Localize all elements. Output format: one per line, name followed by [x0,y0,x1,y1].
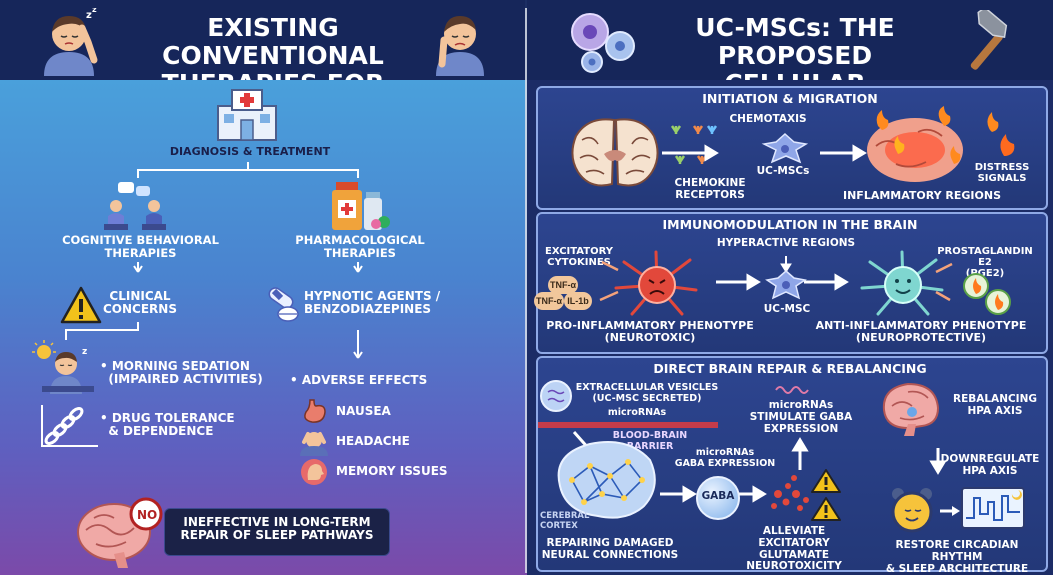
rebalancing-label: REBALANCING HPA AXIS [952,393,1037,417]
clock-to-chart-arrow [940,506,960,516]
inflamed-brain-icon [860,106,970,186]
ev-label: EXTRACELLULAR VESICLES (UC-MSC SECRETED) [575,382,719,404]
hyperactive-label: HYPERACTIVE REGIONS [716,237,856,249]
ev-mirna-label: microRNAs [607,407,667,418]
s1-heading: INITIATION & MIGRATION [702,91,878,106]
anti-phenotype-label: ANTI-INFLAMMATORY PHENOTYPE (NEUROPROTEC… [815,319,1027,345]
svg-text:z: z [92,8,97,14]
adverse-effects-label: • ADVERSE EFFECTS [290,373,428,387]
s3-heading: DIRECT BRAIN REPAIR & REBALANCING [653,361,927,376]
ineffective-label: INEFFECTIVE IN LONG-TERM REPAIR OF SLEEP… [180,515,374,543]
morning-sedation-label: • MORNING SEDATION (IMPAIRED ACTIVITIES) [100,359,263,387]
ineffective-box: INEFFECTIVE IN LONG-TERM REPAIR OF SLEEP… [164,508,390,556]
neural-brain-icon [550,436,662,528]
clinical-label: CLINICAL CONCERNS [103,289,177,317]
s2-heading: IMMUNOMODULATION IN THE BRAIN [662,217,918,232]
bbb-barrier [538,422,718,428]
no-badge-text: NO [137,508,157,522]
downregulate-label: DOWNREGULATE HPA AXIS [940,453,1040,477]
tnf-badge-2: TNF-α [534,292,564,310]
glutamate-warning-icon [766,466,844,524]
nausea-label: NAUSEA [336,404,391,418]
s2-arrows [599,256,953,302]
cbt-label: COGNITIVE BEHAVIORAL THERAPIES [62,233,219,260]
pge2-flame-icons [962,272,1018,316]
hpa-brain-icon [878,380,942,436]
therapy-session-icon [100,180,172,232]
ucmsc-cell-icon [760,130,810,166]
gaba-label: GABA [701,490,735,502]
sleep-chart-icon [960,484,1026,532]
repairing-label: REPAIRING DAMAGED NEURAL CONNECTIONS [541,537,679,561]
mirna-strands [775,386,809,394]
diagnosis-label: DIAGNOSIS & TREATMENT [169,145,331,158]
tolerance-label: • DRUG TOLERANCE & DEPENDENCE [100,411,235,439]
left-connectors [41,162,363,447]
il1b-badge: IL-1b [564,292,592,310]
brain-no-icon: NO [74,496,170,568]
inflamed-microglia-icon [612,250,702,320]
distress-flames-icon [976,112,1022,158]
headache-person-icon [432,8,488,76]
panel-divider [525,8,527,573]
pharma-label: PHARMACOLOGICAL THERAPIES [295,233,425,260]
memory-head-icon [300,458,328,486]
pro-phenotype-label: PRO-INFLAMMATORY PHENOTYPE (NEUROTOXIC) [546,319,754,345]
inflammatory-label: INFLAMMATORY REGIONS [843,189,1001,202]
headache-label: HEADACHE [336,434,410,448]
hypnotic-label: HYPNOTIC AGENTS / BENZODIAZEPINES [304,289,441,317]
cortex-label: CEREBRAL CORTEX [540,511,590,531]
bbb-label: BLOOD-BRAIN BARRIER [612,430,688,452]
pills-icon [264,286,302,324]
medicine-bottles-icon [328,178,394,232]
ucmscs-label: UC-MSCs [756,165,810,177]
hospital-icon [214,86,280,142]
mirna-stim-label: microRNAs STIMULATE GABA EXPRESSION [749,399,853,435]
headache-icon [298,428,330,456]
pge2-label: PROSTAGLANDIN E2 (PGE2) [937,246,1033,280]
tnf-badge-1: TNF-α [548,276,578,294]
sleepy-desk-icon: z [32,340,96,394]
calm-microglia-icon [858,250,948,320]
restore-label: RESTORE CIRCADIAN RHYTHM & SLEEP ARCHITE… [885,539,1029,575]
ucmsc-label: UC-MSC [763,303,811,315]
left-panel [0,80,527,575]
chemotaxis-label: CHEMOTAXIS [729,113,807,125]
svg-text:z: z [86,10,92,21]
alleviate-label: ALLEVIATE EXCITATORY GLUTAMATE NEUROTOXI… [746,525,842,573]
stomach-icon [300,398,328,424]
gaba-bubble: GABA [696,476,740,520]
excitatory-label: EXCITATORY CYTOKINES [545,246,613,269]
memory-label: MEMORY ISSUES [336,464,448,478]
warning-icon [60,286,102,324]
alarm-clock-icon [888,486,936,534]
distress-label: DISTRESS SIGNALS [974,162,1030,185]
brain-section-icon [568,114,662,194]
chemokine-label: CHEMOKINE RECEPTORS [674,177,746,201]
hammer-icon [958,10,1020,72]
ucmsc-cell-icon-2 [764,268,808,302]
s1-arrows [662,144,867,162]
stem-cells-icon [568,8,638,74]
tired-person-icon: z z [38,8,100,76]
svg-text:z: z [82,347,87,357]
chain-growth-icon [40,404,96,448]
mirna-gaba-label: microRNAs GABA EXPRESSION [674,447,776,469]
vesicle-icon [538,378,574,414]
